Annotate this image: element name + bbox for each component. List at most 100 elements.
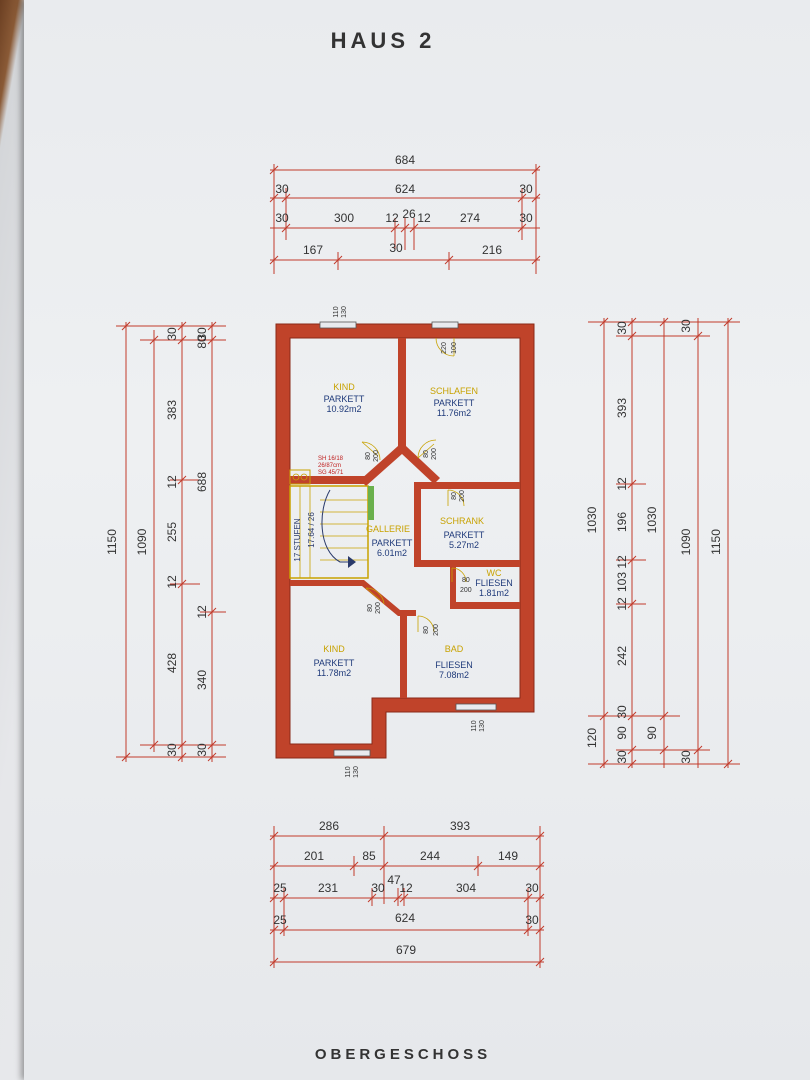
left-dim-1150: 1150	[105, 529, 119, 555]
right-dim-30-e: 30	[679, 750, 693, 764]
room-wc-floor: FLIESEN	[475, 578, 513, 588]
top-dim-30-b: 30	[519, 211, 533, 225]
bottom-dim-393: 393	[450, 819, 470, 833]
room-kind-1-floor: PARKETT	[324, 394, 365, 404]
room-kind-2-floor: PARKETT	[314, 658, 355, 668]
window-top-width: 110	[333, 306, 340, 317]
left-dim-80: 80	[195, 335, 209, 349]
left-dim-688: 688	[195, 472, 209, 492]
stairs-count-label: 17 STUFEN	[293, 518, 302, 561]
room-schrank-area: 5.27m2	[449, 540, 479, 550]
room-kind-1-name: KIND	[333, 382, 355, 392]
door-kind-height: 200	[373, 450, 380, 462]
window-bad-width: 110	[471, 720, 478, 731]
window-bad-height: 130	[479, 720, 486, 732]
bottom-dim-201: 201	[304, 849, 324, 863]
top-dim-26: 26	[402, 207, 416, 221]
left-dim-1090: 1090	[135, 528, 149, 555]
right-dim-120: 120	[585, 728, 599, 748]
bottom-dimension-lines	[269, 826, 545, 968]
top-dim-216: 216	[482, 243, 502, 257]
right-dim-30-b: 30	[615, 705, 629, 719]
door-swings	[361, 337, 467, 633]
top-dim-12-a: 12	[385, 211, 399, 225]
room-schrank: SCHRANK PARKETT 5.27m2	[440, 516, 485, 550]
room-wc: WC FLIESEN 1.81m2	[475, 568, 513, 598]
room-bad-name: BAD	[445, 644, 464, 654]
bottom-dim-85: 85	[362, 849, 376, 863]
room-wc-area: 1.81m2	[479, 588, 509, 598]
left-dim-30-b: 30	[195, 327, 209, 341]
top-dim-684: 684	[395, 153, 415, 167]
bottom-dim-12: 12	[399, 881, 413, 895]
stair-note-2: 26/87cm	[318, 463, 341, 469]
top-dim-30-right: 30	[519, 182, 533, 196]
room-kind-2: KIND PARKETT 11.78m2	[314, 644, 355, 678]
stairs-ratio-label: 17.64 / 26	[307, 512, 316, 548]
floor-name: OBERGESCHOSS	[314, 1046, 492, 1063]
walls	[275, 321, 535, 759]
right-dim-12-c: 12	[615, 597, 629, 611]
room-wc-name: WC	[487, 568, 502, 578]
right-dim-242: 242	[615, 646, 629, 666]
top-dim-30-a: 30	[275, 211, 289, 225]
door-wc-width: 80	[462, 577, 470, 584]
door-schrank-width: 80	[451, 492, 458, 500]
bottom-dim-679: 679	[396, 943, 416, 957]
top-dimension-lines	[269, 164, 541, 274]
bottom-dim-25-b: 25	[273, 913, 287, 927]
door-schlafen-height: 220	[441, 342, 448, 354]
door-schlafen2-height: 200	[431, 448, 438, 460]
room-gallerie-name: GALLERIE	[366, 524, 410, 534]
bottom-dim-25-a: 25	[273, 881, 287, 895]
right-dim-30-a: 30	[615, 321, 629, 335]
right-dim-30-d: 30	[679, 319, 693, 333]
window-top-height: 130	[341, 306, 348, 318]
room-schrank-name: SCHRANK	[440, 516, 484, 526]
bottom-dim-304: 304	[456, 881, 476, 895]
right-dim-12-a: 12	[615, 477, 629, 491]
staircase	[289, 469, 374, 579]
bottom-dim-231: 231	[318, 881, 338, 895]
left-dim-340: 340	[195, 670, 209, 690]
door-bad-width: 80	[423, 626, 430, 634]
door-schlafen2-width: 80	[423, 450, 430, 458]
left-dim-12-a: 12	[165, 475, 179, 489]
left-dim-428: 428	[165, 653, 179, 673]
door-bad-height: 200	[433, 624, 440, 636]
room-bad: BAD FLIESEN 7.08m2	[435, 644, 473, 680]
right-dimension-lines	[588, 317, 740, 769]
right-dim-1090: 1090	[679, 528, 693, 555]
top-dim-167: 167	[303, 243, 323, 257]
left-dim-12-c: 12	[195, 605, 209, 619]
bottom-dim-244: 244	[420, 849, 440, 863]
window-bottom-height: 130	[353, 766, 360, 778]
bottom-dim-624: 624	[395, 911, 415, 925]
window-bottom-width: 110	[345, 766, 352, 777]
top-dim-30-c: 30	[389, 241, 403, 255]
door-kind-width: 80	[365, 452, 372, 460]
room-schrank-floor: PARKETT	[444, 530, 485, 540]
bottom-dim-30-a: 30	[371, 881, 385, 895]
left-dim-30-top: 30	[165, 327, 179, 341]
left-dim-30-c: 30	[195, 743, 209, 757]
top-dim-300: 300	[334, 211, 354, 225]
top-dim-624: 624	[395, 182, 415, 196]
room-schlafen: SCHLAFEN PARKETT 11.76m2	[430, 386, 478, 418]
room-schlafen-area: 11.76m2	[437, 408, 471, 418]
door-wc-height: 200	[460, 587, 472, 594]
plan-title: HAUS 2	[330, 28, 436, 53]
room-kind-1-area: 10.92m2	[326, 404, 361, 414]
door-schlafen-width: 100	[451, 342, 458, 354]
room-gallerie-area: 6.01m2	[377, 548, 407, 558]
room-bad-floor: FLIESEN	[435, 660, 473, 670]
bottom-dim-30-b: 30	[525, 881, 539, 895]
right-dim-196: 196	[615, 512, 629, 532]
left-dim-12-b: 12	[165, 575, 179, 589]
bottom-dim-47: 47	[387, 873, 401, 887]
right-dim-103: 103	[615, 572, 629, 592]
door-kind2-width: 80	[367, 604, 374, 612]
left-dim-255: 255	[165, 522, 179, 542]
room-kind-2-area: 11.78m2	[317, 668, 351, 678]
